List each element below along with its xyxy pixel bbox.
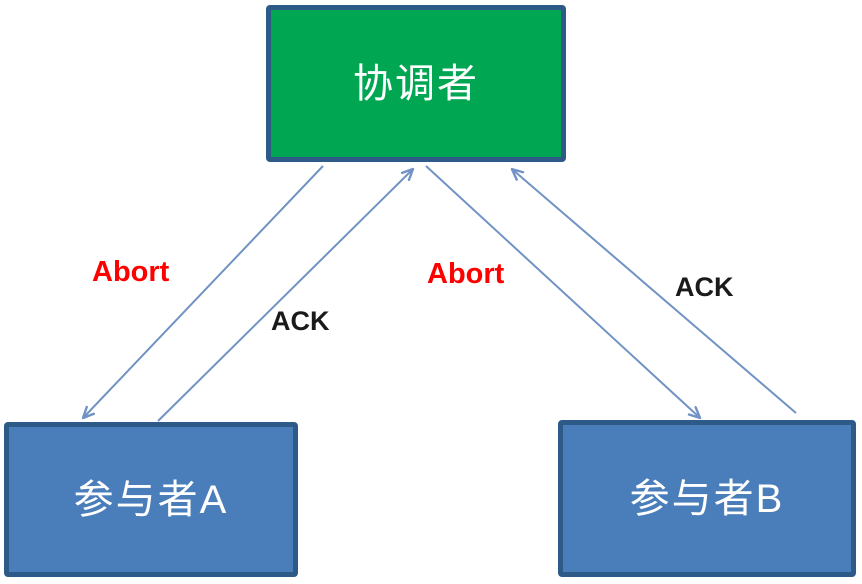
coordinator-node: 协调者 [266,5,566,162]
ack-label-right: ACK [675,272,734,302]
abort-arrow-to-b [425,165,702,420]
abort-arrow-to-a [81,165,324,420]
coordinator-label: 协调者 [353,61,479,106]
abort-label-left: Abort [92,256,170,288]
ack-label-left: ACK [271,306,330,336]
participant-a-label: 参与者A [73,477,229,522]
participant-b-label: 参与者B [629,476,785,521]
abort-label-right: Abort [427,258,505,290]
ack-arrow-from-b [510,167,797,414]
participant-a-node: 参与者A [4,422,298,577]
ack-arrow-from-a [157,167,415,422]
participant-b-node: 参与者B [558,420,856,577]
